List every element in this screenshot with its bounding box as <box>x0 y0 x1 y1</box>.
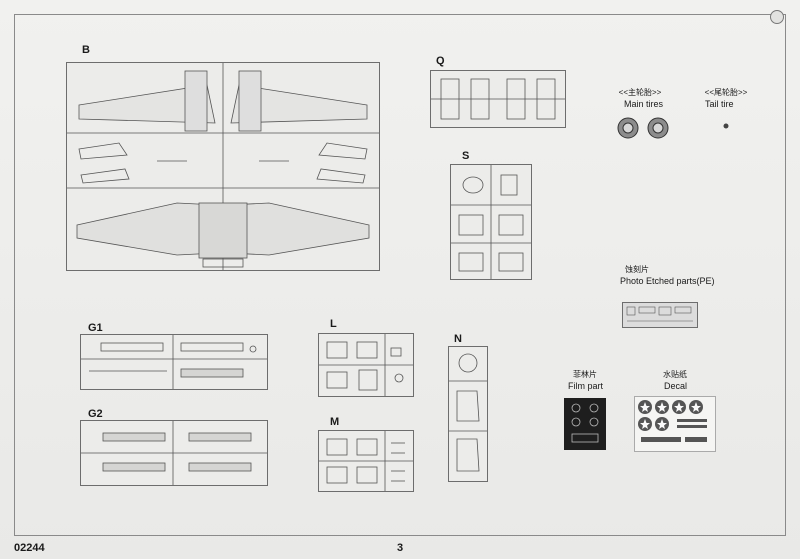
sprue-l <box>318 333 414 397</box>
main-tire-left <box>617 117 639 139</box>
sprue-g2-drawing <box>81 421 267 485</box>
sprue-l-label: L <box>330 318 337 330</box>
page-number: 3 <box>397 542 404 554</box>
product-code: 02244 <box>14 542 45 554</box>
film-sheet-drawing <box>571 403 599 443</box>
corner-circle <box>770 10 784 24</box>
decal-sheet <box>634 396 716 452</box>
sprue-b <box>66 62 380 271</box>
sprue-g1-label: G1 <box>88 322 103 334</box>
sprue-g1-drawing <box>81 335 267 389</box>
pe-fret-drawing <box>626 306 693 322</box>
sprue-g2-label: G2 <box>88 408 103 420</box>
film-cn: 菲林片 <box>573 370 597 379</box>
pe-label: Photo Etched parts(PE) <box>620 276 715 286</box>
sprue-m-label: M <box>330 416 340 428</box>
sprue-n <box>448 346 488 482</box>
page-frame <box>14 14 786 536</box>
sprue-q <box>430 70 566 128</box>
sprue-q-label: Q <box>436 55 445 67</box>
tail-tire <box>723 123 729 129</box>
main-tire-right <box>647 117 669 139</box>
decal-label: Decal <box>664 381 688 391</box>
sprue-n-label: N <box>454 333 462 345</box>
film-label: Film part <box>568 381 604 391</box>
sprue-n-drawing <box>449 353 487 472</box>
sprue-s-drawing <box>451 165 531 279</box>
decal-sheet-drawing <box>638 400 707 442</box>
sprue-s <box>450 164 532 280</box>
film-sheet <box>564 398 606 450</box>
pe-fret <box>622 302 698 328</box>
sprue-g2 <box>80 420 268 486</box>
sprue-s-label: S <box>462 150 470 162</box>
pe-cn: 蚀刻片 <box>625 265 649 274</box>
sprue-m <box>318 430 414 492</box>
sprue-b-drawing <box>67 63 379 270</box>
main-tires-cn: <<主轮胎>> <box>618 88 662 97</box>
sprue-g1 <box>80 334 268 390</box>
sprue-q-drawing <box>431 78 565 120</box>
sprue-m-drawing <box>319 431 413 491</box>
sprue-l-drawing <box>319 334 413 396</box>
tail-tire-label: Tail tire <box>705 99 734 109</box>
tires-drawing <box>617 117 729 139</box>
sprue-b-label: B <box>82 44 90 56</box>
decal-cn: 水贴纸 <box>663 370 687 379</box>
tail-tire-cn: <<尾轮胎>> <box>704 88 748 97</box>
main-tires-label: Main tires <box>624 99 664 109</box>
